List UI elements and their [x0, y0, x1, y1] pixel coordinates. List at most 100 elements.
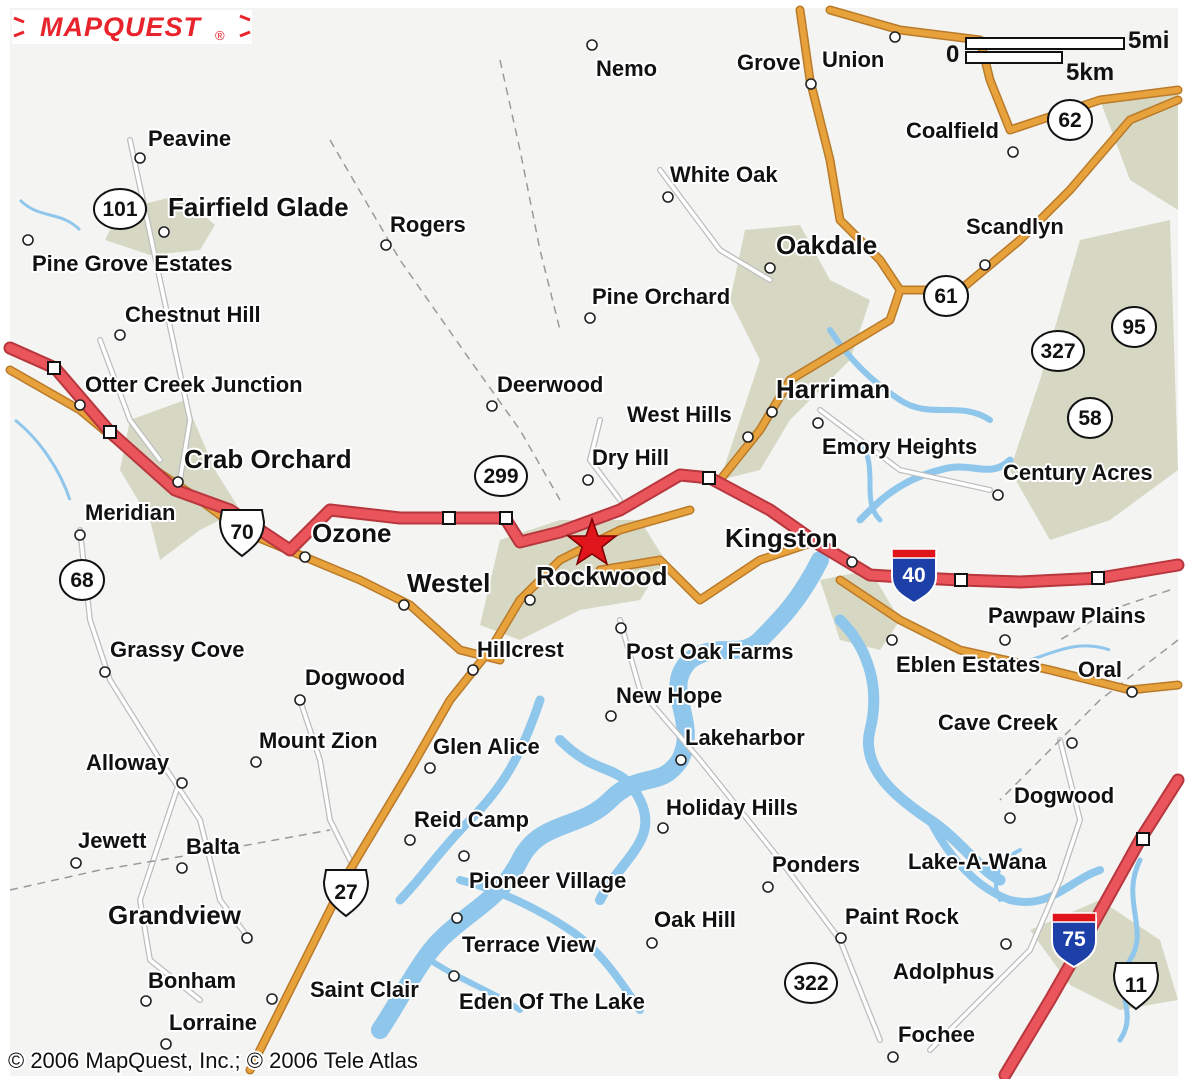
place-dot-coalfield [1007, 146, 1019, 158]
place-label-adolphus[interactable]: Adolphus [891, 957, 996, 986]
place-label-post-oak-farms[interactable]: Post Oak Farms [624, 637, 796, 666]
place-label-century-acres[interactable]: Century Acres [1001, 458, 1155, 487]
place-label-otter-creek-junction[interactable]: Otter Creek Junction [83, 370, 305, 399]
place-label-dogwood[interactable]: Dogwood [1012, 781, 1116, 810]
place-label-dry-hill[interactable]: Dry Hill [590, 443, 671, 472]
place-label-deerwood[interactable]: Deerwood [495, 370, 605, 399]
route-shield-state-68: 68 [59, 559, 105, 601]
place-dot-chestnut-hill [114, 329, 126, 341]
route-shield-state-95: 95 [1111, 306, 1157, 348]
scale-miles: 5mi [1128, 27, 1169, 54]
place-label-balta[interactable]: Balta [184, 832, 243, 861]
route-number: 58 [1078, 407, 1102, 430]
place-label-nemo[interactable]: Nemo [594, 54, 659, 83]
place-label-holiday-hills[interactable]: Holiday Hills [664, 793, 800, 822]
place-dot-century-acres [992, 489, 1004, 501]
place-label-union[interactable]: Union [820, 45, 886, 74]
place-label-glen-alice[interactable]: Glen Alice [431, 732, 542, 761]
place-label-rogers[interactable]: Rogers [388, 210, 468, 239]
place-label-oakdale[interactable]: Oakdale [774, 228, 879, 262]
place-label-pawpaw-plains[interactable]: Pawpaw Plains [986, 601, 1148, 630]
place-dot-dogwood [294, 694, 306, 706]
place-label-oak-hill[interactable]: Oak Hill [652, 905, 738, 934]
place-label-ponders[interactable]: Ponders [770, 850, 862, 879]
place-label-jewett[interactable]: Jewett [76, 826, 149, 855]
destination-star-marker[interactable] [565, 516, 619, 566]
place-label-eblen-estates[interactable]: Eblen Estates [894, 650, 1042, 679]
place-label-grove[interactable]: Grove [735, 48, 803, 77]
route-shield-state-327: 327 [1031, 330, 1085, 372]
place-label-cave-creek[interactable]: Cave Creek [936, 708, 1061, 737]
route-number: 68 [70, 569, 94, 592]
place-label-crab-orchard[interactable]: Crab Orchard [182, 442, 354, 476]
logo-text: MAPQUEST [40, 12, 203, 42]
place-label-alloway[interactable]: Alloway [84, 748, 172, 777]
place-label-scandlyn[interactable]: Scandlyn [964, 212, 1066, 241]
place-label-chestnut-hill[interactable]: Chestnut Hill [123, 300, 263, 329]
place-dot-pine-orchard [584, 312, 596, 324]
place-dot-oral [1126, 686, 1138, 698]
mapquest-logo: MAPQUEST ® [12, 10, 252, 44]
place-label-eden-of-the-lake[interactable]: Eden Of The Lake [457, 987, 647, 1016]
place-dot-lake-a-wana [998, 857, 1010, 869]
place-label-pine-grove-estates[interactable]: Pine Grove Estates [30, 249, 235, 278]
place-label-meridian[interactable]: Meridian [83, 498, 177, 527]
place-dot-pawpaw-plains [999, 634, 1011, 646]
place-dot-terrace-view [451, 912, 463, 924]
place-dot-nemo [586, 39, 598, 51]
place-dot-pine-grove-estates [22, 234, 34, 246]
place-dot-lorraine [160, 1038, 172, 1050]
place-label-grassy-cove[interactable]: Grassy Cove [108, 635, 247, 664]
place-dot-harriman [766, 406, 778, 418]
route-number: 70 [230, 521, 253, 544]
place-dot-rogers [380, 239, 392, 251]
place-dot-rockwood [524, 594, 536, 606]
place-label-westel[interactable]: Westel [405, 566, 492, 600]
place-dot-deerwood [486, 400, 498, 412]
place-dot-west-hills [742, 431, 754, 443]
place-label-paint-rock[interactable]: Paint Rock [843, 902, 961, 931]
route-shield-state-101: 101 [93, 188, 147, 230]
place-label-lakeharbor[interactable]: Lakeharbor [683, 723, 807, 752]
place-label-rockwood[interactable]: Rockwood [534, 559, 669, 593]
place-dot-paint-rock [835, 932, 847, 944]
place-label-fairfield-glade[interactable]: Fairfield Glade [166, 190, 351, 224]
place-label-mount-zion[interactable]: Mount Zion [257, 726, 380, 755]
place-label-bonham[interactable]: Bonham [146, 966, 238, 995]
place-label-west-hills[interactable]: West Hills [625, 400, 734, 429]
route-shield-interstate-75: 75 [1051, 912, 1097, 969]
route-shield-state-61: 61 [923, 275, 969, 317]
place-label-terrace-view[interactable]: Terrace View [460, 930, 599, 959]
place-label-saint-clair[interactable]: Saint Clair [308, 975, 421, 1004]
route-number: 75 [1062, 928, 1086, 951]
place-label-fochee[interactable]: Fochee [896, 1020, 977, 1049]
place-label-coalfield[interactable]: Coalfield [904, 116, 1001, 145]
place-dot-eden-of-the-lake [448, 970, 460, 982]
place-label-harriman[interactable]: Harriman [774, 372, 892, 406]
place-label-new-hope[interactable]: New Hope [614, 681, 724, 710]
place-label-lorraine[interactable]: Lorraine [167, 1008, 259, 1037]
place-label-dogwood[interactable]: Dogwood [303, 663, 407, 692]
place-label-oral[interactable]: Oral [1076, 655, 1124, 684]
place-dot-white-oak [662, 191, 674, 203]
place-label-hillcrest[interactable]: Hillcrest [475, 635, 566, 664]
place-label-white-oak[interactable]: White Oak [668, 160, 780, 189]
place-label-kingston[interactable]: Kingston [723, 521, 840, 555]
place-label-emory-heights[interactable]: Emory Heights [820, 432, 979, 461]
place-label-reid-camp[interactable]: Reid Camp [412, 805, 531, 834]
route-number: 101 [102, 198, 137, 221]
place-dot-oakdale [764, 262, 776, 274]
urban-areas [105, 90, 1178, 1010]
place-label-peavine[interactable]: Peavine [146, 124, 233, 153]
place-dot-grassy-cove [99, 666, 111, 678]
route-shield-state-62: 62 [1047, 99, 1093, 141]
place-label-pioneer-village[interactable]: Pioneer Village [467, 866, 628, 895]
place-label-grandview[interactable]: Grandview [106, 898, 244, 932]
route-shield-us-11: 11 [1112, 962, 1160, 1011]
place-label-lake-a-wana[interactable]: Lake-A-Wana [906, 847, 1049, 876]
place-label-pine-orchard[interactable]: Pine Orchard [590, 282, 732, 311]
boundaries [9, 59, 1179, 891]
route-number: 299 [483, 465, 518, 488]
place-label-ozone[interactable]: Ozone [310, 516, 393, 550]
